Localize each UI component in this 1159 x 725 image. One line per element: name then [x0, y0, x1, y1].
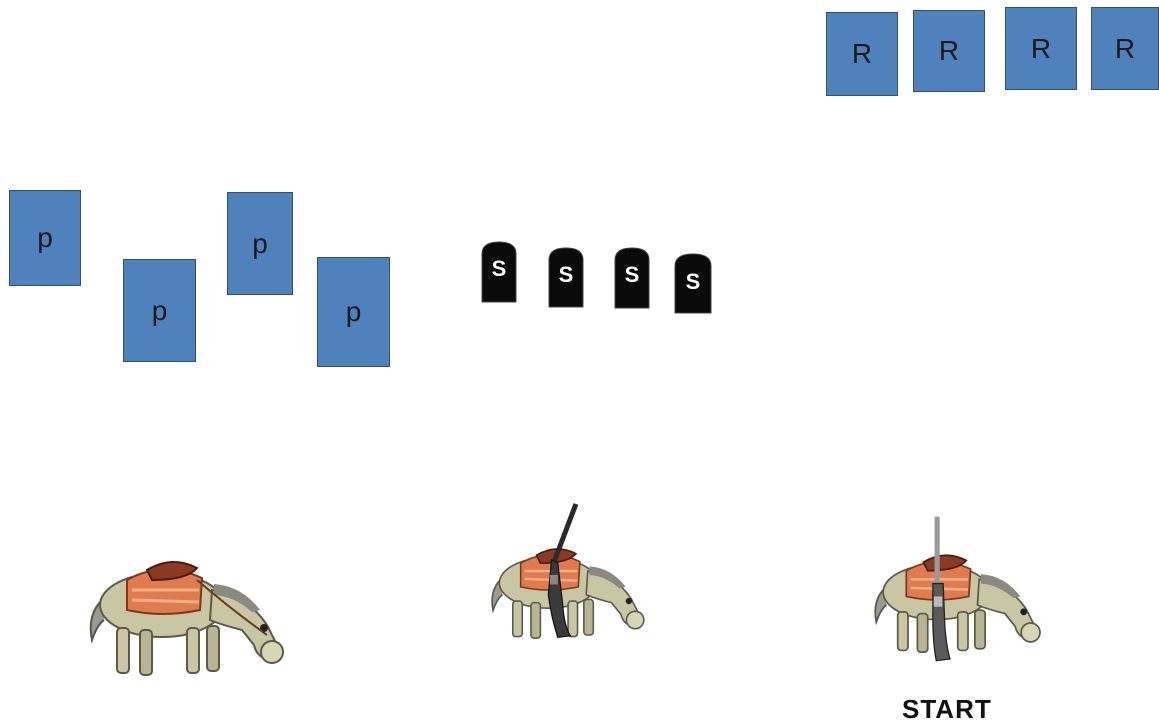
- card-p-1[interactable]: p: [9, 190, 81, 286]
- rifle-icon: [547, 503, 579, 639]
- card-label: R: [938, 35, 960, 66]
- s-token-4[interactable]: S: [673, 252, 713, 314]
- card-r-1[interactable]: R: [826, 12, 898, 96]
- card-r-4[interactable]: R: [1091, 7, 1159, 90]
- card-label: p: [37, 222, 53, 253]
- horse-1[interactable]: [82, 540, 302, 690]
- card-p-2[interactable]: p: [123, 259, 196, 362]
- card-label: p: [151, 294, 168, 326]
- horse-icon: [89, 561, 284, 676]
- s-token-3[interactable]: S: [613, 246, 651, 309]
- horse-icon: [874, 554, 1041, 653]
- card-label: R: [851, 38, 873, 69]
- start-label: START: [902, 694, 992, 724]
- card-label: p: [252, 227, 268, 259]
- card-p-3[interactable]: p: [227, 192, 293, 295]
- card-label: p: [345, 296, 362, 327]
- s-token-2[interactable]: S: [547, 246, 585, 308]
- card-r-3[interactable]: R: [1005, 7, 1077, 90]
- rifle-icon: [932, 516, 951, 662]
- s-token-label: S: [492, 256, 507, 281]
- card-p-4[interactable]: p: [317, 257, 390, 367]
- card-r-2[interactable]: R: [913, 10, 985, 92]
- s-token-1[interactable]: S: [480, 240, 518, 303]
- s-token-label: S: [686, 269, 701, 294]
- horse-icon: [491, 548, 645, 639]
- horse-2[interactable]: [462, 500, 682, 650]
- s-token-label: S: [559, 262, 574, 287]
- card-label: R: [1114, 32, 1136, 64]
- card-label: R: [1030, 32, 1052, 64]
- s-token-label: S: [625, 262, 640, 287]
- horse-start[interactable]: [852, 515, 1072, 665]
